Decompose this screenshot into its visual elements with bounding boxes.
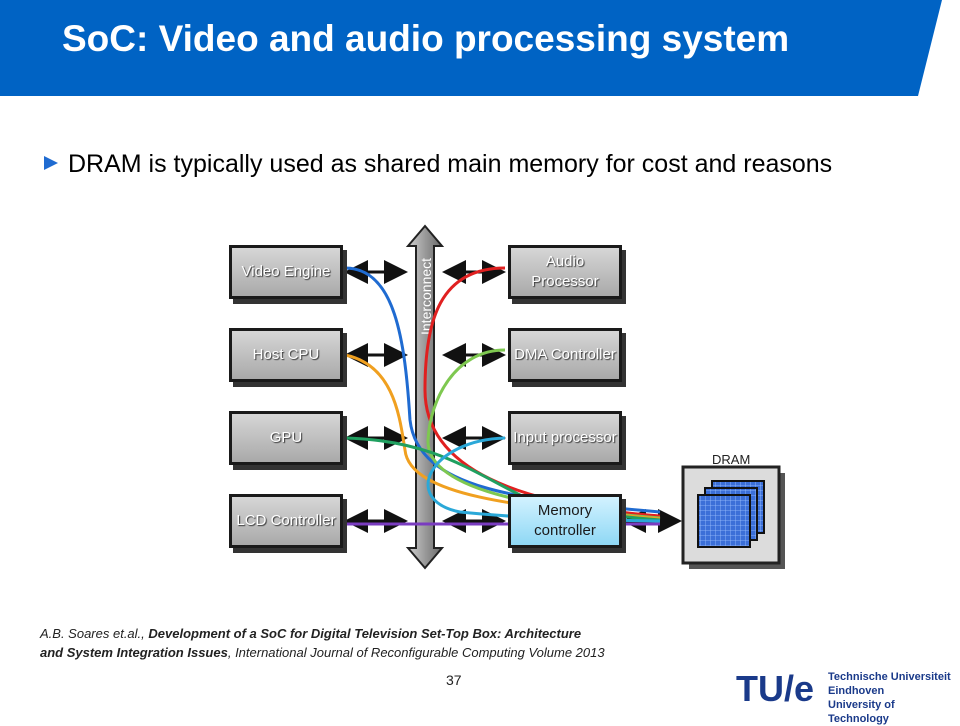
gpu-block: GPU (229, 411, 343, 465)
memory-controller-block: Memory controller (508, 494, 622, 548)
host-cpu-label: Host CPU (252, 346, 320, 363)
logo-line3: University of Technology (828, 699, 895, 725)
soc-diagram: Interconnect (344, 224, 785, 570)
dram-die-front (697, 494, 751, 548)
audio-processor-label: Audio Processor (531, 253, 599, 290)
logo-text: Technische Universiteit Eindhoven Univer… (828, 670, 956, 726)
tue-logo: TU/e Technische Universiteit Eindhoven U… (736, 668, 956, 725)
citation-journal: , International Journal of Reconfigurabl… (227, 645, 605, 660)
lcd-controller-block: LCD Controller (229, 494, 343, 548)
memory-controller-label: Memory controller (534, 502, 596, 539)
host-cpu-block: Host CPU (229, 328, 343, 382)
video-engine-label: Video Engine (241, 263, 331, 280)
dma-controller-block: DMA Controller (508, 328, 622, 382)
citation: A.B. Soares et.al., Development of a SoC… (40, 624, 800, 662)
banner-shape (0, 0, 942, 96)
bullet-arrow-icon (44, 156, 58, 170)
input-processor-label: Input processor (513, 429, 617, 446)
bullet-text: DRAM is typically used as shared main me… (68, 150, 833, 178)
gpu-label: GPU (269, 429, 303, 446)
path-video (344, 266, 661, 514)
video-engine-block: Video Engine (229, 245, 343, 299)
bullet-point: DRAM is typically used as shared main me… (44, 144, 904, 184)
lcd-controller-label: LCD Controller (236, 512, 336, 529)
dram-label: DRAM (712, 452, 751, 467)
dma-controller-label: DMA Controller (514, 346, 616, 363)
citation-authors: A.B. Soares et.al., (40, 626, 149, 641)
citation-title-line1: Development of a SoC for Digital Televis… (148, 626, 582, 641)
input-processor-block: Input processor (508, 411, 622, 465)
slide-title: SoC: Video and audio processing system (62, 18, 790, 59)
title-banner: SoC: Video and audio processing system (0, 0, 960, 96)
audio-processor-block: Audio Processor (508, 245, 622, 299)
logo-line1: Technische Universiteit (828, 671, 951, 683)
citation-title-line2: and System Integration Issues (40, 645, 228, 660)
logo-line2: Eindhoven (828, 685, 885, 697)
page-number: 37 (446, 672, 462, 688)
logo-mark: TU/e (736, 668, 815, 709)
interconnect-label: Interconnect (418, 258, 434, 335)
